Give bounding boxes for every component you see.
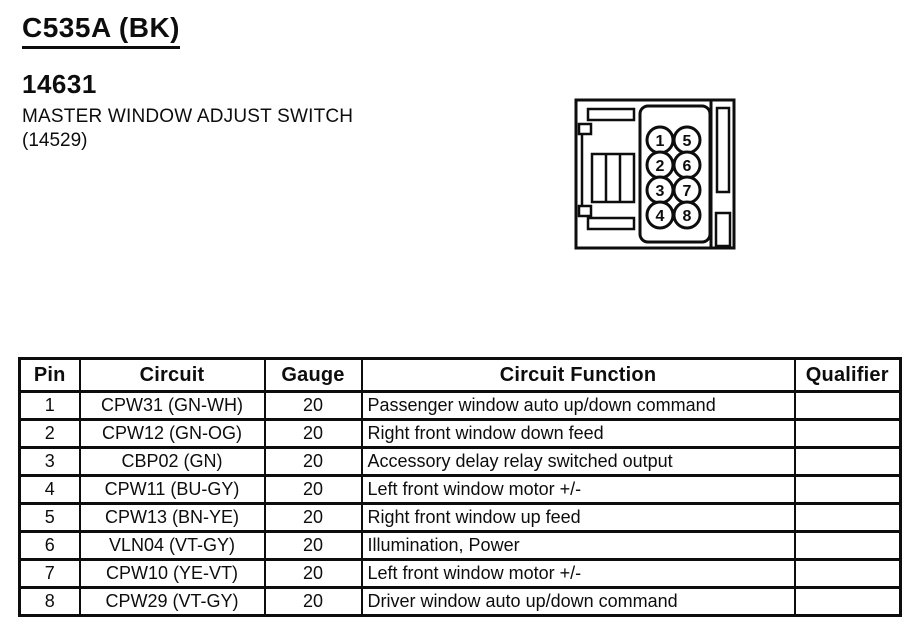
circuit-cell: CPW12 (GN-OG) — [78, 418, 266, 449]
gauge-cell: 20 — [263, 558, 363, 589]
column-header-qualifier: Qualifier — [793, 357, 902, 393]
connector-slat-block — [590, 152, 636, 204]
connector-pin-6-label: 6 — [683, 158, 692, 175]
pin-cell: 5 — [18, 502, 81, 533]
qualifier-cell — [793, 390, 902, 421]
qualifier-cell — [793, 446, 902, 477]
column-header-pin: Pin — [18, 357, 81, 393]
pin-cell: 6 — [18, 530, 81, 561]
table-row: 2 CPW12 (GN-OG) 20 Right front window do… — [18, 418, 902, 449]
function-cell: Passenger window auto up/down command — [360, 390, 796, 421]
table-row: 8 CPW29 (VT-GY) 20 Driver window auto up… — [18, 586, 902, 617]
connector-pin-block — [638, 104, 712, 244]
connector-pin-5-label: 5 — [683, 133, 692, 150]
qualifier-cell — [793, 418, 902, 449]
connector-latch-bar-top — [586, 107, 636, 122]
connector-housing-outline — [574, 98, 736, 250]
gauge-cell: 20 — [263, 446, 363, 477]
qualifier-cell — [793, 558, 902, 589]
pin-cell: 4 — [18, 474, 81, 505]
gauge-cell: 20 — [263, 474, 363, 505]
part-number: 14631 — [22, 69, 97, 99]
table-row: 7 CPW10 (YE-VT) 20 Left front window mot… — [18, 558, 902, 589]
connector-pin-3-label: 3 — [656, 183, 665, 200]
table-header-row: Pin Circuit Gauge Circuit Function Quali… — [18, 357, 902, 393]
connector-pin-4-label: 4 — [656, 208, 665, 225]
gauge-cell: 20 — [263, 418, 363, 449]
qualifier-cell — [793, 502, 902, 533]
connector-right-slot-top — [715, 106, 731, 194]
pin-cell: 2 — [18, 418, 81, 449]
function-cell: Left front window motor +/- — [360, 474, 796, 505]
pin-cell: 1 — [18, 390, 81, 421]
column-header-circuit: Circuit — [78, 357, 266, 393]
table-row: 4 CPW11 (BU-GY) 20 Left front window mot… — [18, 474, 902, 505]
circuit-cell: CBP02 (GN) — [78, 446, 266, 477]
circuit-cell: CPW29 (VT-GY) — [78, 586, 266, 617]
gauge-cell: 20 — [263, 502, 363, 533]
gauge-cell: 20 — [263, 530, 363, 561]
circuit-cell: CPW11 (BU-GY) — [78, 474, 266, 505]
table-row: 3 CBP02 (GN) 20 Accessory delay relay sw… — [18, 446, 902, 477]
circuit-cell: VLN04 (VT-GY) — [78, 530, 266, 561]
component-name: MASTER WINDOW ADJUST SWITCH — [22, 106, 354, 127]
function-cell: Right front window up feed — [360, 502, 796, 533]
column-header-circuit-function: Circuit Function — [360, 357, 796, 393]
connector-diagram: 1 2 3 4 5 6 7 8 — [574, 98, 736, 250]
connector-latch-foot-top — [577, 122, 593, 136]
header-block: C535A (BK) 14631 MASTER WINDOW ADJUST SW… — [22, 12, 353, 152]
connector-id-title: C535A (BK) — [22, 12, 180, 49]
function-cell: Driver window auto up/down command — [360, 586, 796, 617]
qualifier-cell — [793, 474, 902, 505]
connector-pin-2-label: 2 — [656, 158, 665, 175]
pin-cell: 7 — [18, 558, 81, 589]
qualifier-cell — [793, 530, 902, 561]
connector-pin-8-circle — [672, 200, 702, 230]
component-ref-number: (14529) — [22, 130, 88, 151]
gauge-cell: 20 — [263, 390, 363, 421]
function-cell: Accessory delay relay switched output — [360, 446, 796, 477]
qualifier-cell — [793, 586, 902, 617]
connector-pin-8-label: 8 — [683, 208, 692, 225]
table-row: 1 CPW31 (GN-WH) 20 Passenger window auto… — [18, 390, 902, 421]
gauge-cell: 20 — [263, 586, 363, 617]
connector-pin-1-label: 1 — [656, 133, 665, 150]
pin-cell: 8 — [18, 586, 81, 617]
connector-right-slot-bottom — [714, 211, 732, 248]
table-row: 5 CPW13 (BN-YE) 20 Right front window up… — [18, 502, 902, 533]
pinout-table: Pin Circuit Gauge Circuit Function Quali… — [18, 357, 902, 617]
connector-latch-bar-bottom — [586, 216, 636, 231]
circuit-cell: CPW31 (GN-WH) — [78, 390, 266, 421]
circuit-cell: CPW10 (YE-VT) — [78, 558, 266, 589]
column-header-gauge: Gauge — [263, 357, 363, 393]
function-cell: Right front window down feed — [360, 418, 796, 449]
connector-latch-foot-bottom — [577, 204, 593, 218]
connector-pin-7-label: 7 — [683, 183, 692, 200]
circuit-cell: CPW13 (BN-YE) — [78, 502, 266, 533]
function-cell: Left front window motor +/- — [360, 558, 796, 589]
function-cell: Illumination, Power — [360, 530, 796, 561]
pin-cell: 3 — [18, 446, 81, 477]
table-row: 6 VLN04 (VT-GY) 20 Illumination, Power — [18, 530, 902, 561]
